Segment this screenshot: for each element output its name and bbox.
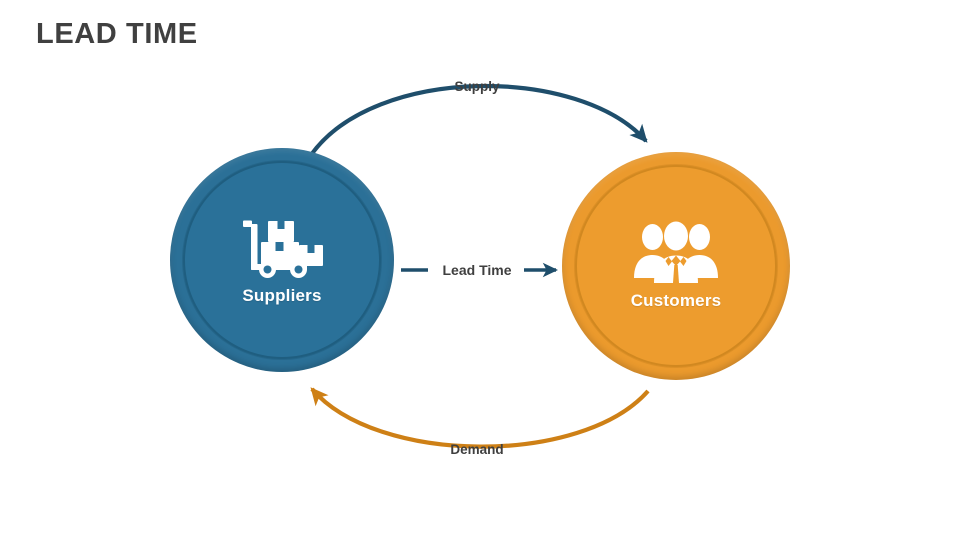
demand-arc — [310, 387, 650, 449]
suppliers-label: Suppliers — [242, 286, 322, 305]
lead-time-label: Lead Time — [442, 262, 512, 278]
supply-arc — [309, 83, 648, 157]
node-suppliers[interactable]: Suppliers — [170, 148, 394, 372]
demand-label: Demand — [450, 442, 504, 457]
supply-label: Supply — [454, 79, 500, 94]
node-customers[interactable]: Customers — [562, 152, 790, 380]
page-title: LEAD TIME — [36, 18, 198, 50]
customers-label: Customers — [630, 291, 722, 310]
suppliers-inner-disc: Suppliers — [183, 161, 381, 359]
hand-truck-boxes-icon — [243, 220, 323, 278]
customers-inner-disc: Customers — [575, 165, 777, 367]
three-people-icon — [634, 221, 718, 283]
